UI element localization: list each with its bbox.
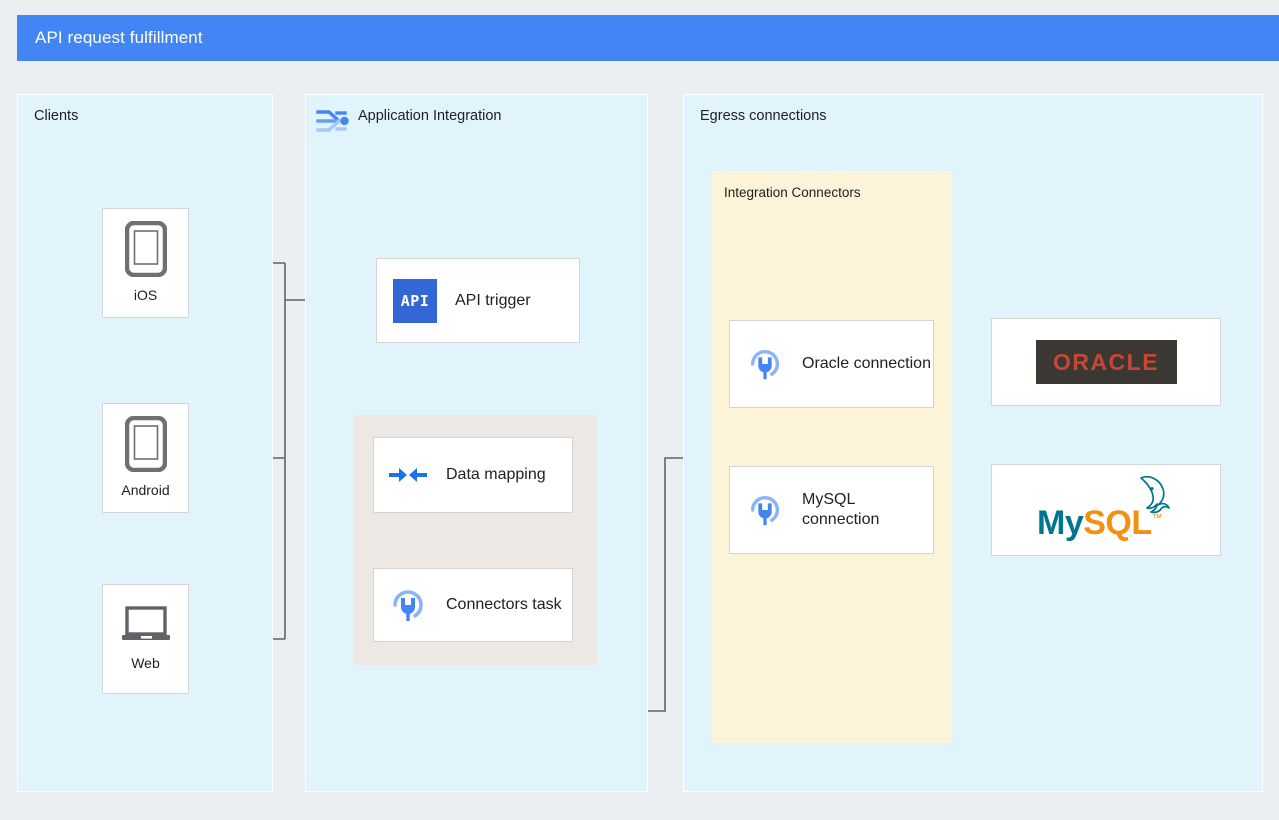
system-card-oracle[interactable]: ORACLE [991,318,1221,406]
node-oracle-connection[interactable]: Oracle connection [729,320,934,408]
client-card-web[interactable]: Web [102,584,189,694]
client-card-ios-label: iOS [133,287,158,304]
connectors-plug-icon [750,495,780,526]
phone-icon [124,221,167,278]
page-title: API request fulfillment [35,28,203,47]
integration-connectors-label: Integration Connectors [724,185,861,200]
mysql-logo: MySQL™ [1031,473,1181,547]
diagram-title-bar: API request fulfillment [17,15,1279,61]
client-card-ios[interactable]: iOS [102,208,189,318]
node-data-mapping-label: Data mapping [446,466,546,483]
node-data-mapping[interactable]: Data mapping [373,437,573,513]
laptop-icon [121,606,170,641]
node-oracle-connection-label: Oracle connection [802,355,931,372]
connectors-plug-icon [393,590,423,621]
panel-application-integration-label: Application Integration [358,108,502,124]
mysql-wordmark: MySQL™ [1037,504,1163,543]
connectors-plug-icon [750,349,780,380]
system-card-mysql[interactable]: MySQL™ [991,464,1221,556]
client-card-android-label: Android [121,482,170,499]
client-card-web-label: Web [131,655,160,672]
panel-clients-label: Clients [34,108,79,124]
application-integration-icon [316,110,349,132]
node-connectors-task[interactable]: Connectors task [373,568,573,642]
oracle-logo-text: ORACLE [1052,348,1160,375]
dolphin-icon [1140,475,1170,514]
panel-egress-connections-label: Egress connections [700,108,827,124]
integration-connectors-group: Integration Connectors [712,171,952,743]
oracle-logo: ORACLE [1035,340,1177,384]
trademark-symbol: ™ [1151,512,1163,525]
node-mysql-connection-label: MySQL connection [802,491,880,528]
node-mysql-connection[interactable]: MySQL connection [729,466,934,554]
node-api-trigger-label: API trigger [455,291,531,309]
client-card-android[interactable]: Android [102,403,189,513]
data-mapping-icon [389,468,427,482]
phone-icon [124,416,167,473]
mysql-wordmark-sql: SQL [1083,504,1152,542]
node-connectors-task-label: Connectors task [446,596,562,613]
node-api-trigger[interactable]: API API trigger [376,258,580,343]
mysql-wordmark-my: My [1037,504,1084,542]
api-badge-icon: API [393,278,437,323]
